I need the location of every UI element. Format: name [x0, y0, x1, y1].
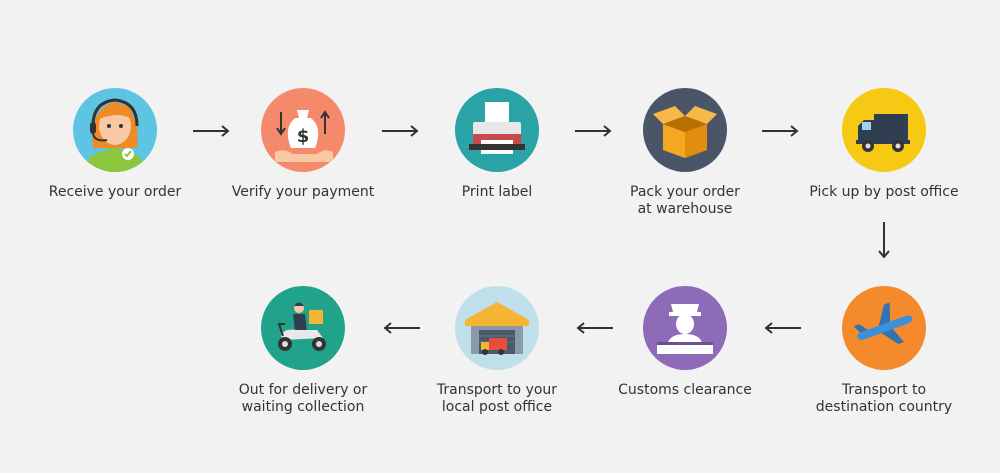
warehouse-icon	[455, 286, 539, 370]
step-label: Verify your payment	[231, 184, 375, 200]
step-customs-clearance: Customs clearance	[595, 286, 775, 399]
arrow-left-icon	[383, 322, 420, 334]
step-transport-local: Transport to your local post office	[407, 286, 587, 416]
printer-icon	[455, 88, 539, 172]
arrow-right-icon	[575, 125, 612, 137]
step-label: Pick up by post office	[809, 184, 959, 200]
step-label: Pack your order at warehouse	[630, 184, 740, 217]
step-label: Out for delivery or waiting collection	[238, 382, 368, 415]
customs-officer-icon	[643, 286, 727, 370]
step-pack-order: Pack your order at warehouse	[595, 88, 775, 218]
step-label: Print label	[461, 184, 533, 200]
arrow-left-icon	[764, 322, 801, 334]
step-label: Receive your order	[48, 184, 182, 200]
step-label: Transport to destination country	[815, 382, 953, 415]
step-label: Transport to your local post office	[436, 382, 558, 415]
step-out-for-delivery: Out for delivery or waiting collection	[213, 286, 393, 416]
svg-text:$: $	[297, 126, 310, 147]
step-receive-order: Receive your order	[25, 88, 205, 201]
arrow-right-icon	[382, 125, 419, 137]
step-print-label: Print label	[407, 88, 587, 201]
customer-service-icon	[73, 88, 157, 172]
money-bag-icon: $	[261, 88, 345, 172]
arrow-right-icon	[762, 125, 799, 137]
arrow-down-icon	[878, 222, 890, 259]
open-box-icon	[643, 88, 727, 172]
step-verify-payment: $ Verify your payment	[213, 88, 393, 201]
step-label: Customs clearance	[618, 382, 752, 398]
delivery-scooter-icon	[261, 286, 345, 370]
arrow-right-icon	[193, 125, 230, 137]
step-pick-up: Pick up by post office	[794, 88, 974, 201]
arrow-left-icon	[576, 322, 613, 334]
truck-icon	[842, 88, 926, 172]
step-transport-destination: Transport to destination country	[794, 286, 974, 416]
airplane-icon	[842, 286, 926, 370]
